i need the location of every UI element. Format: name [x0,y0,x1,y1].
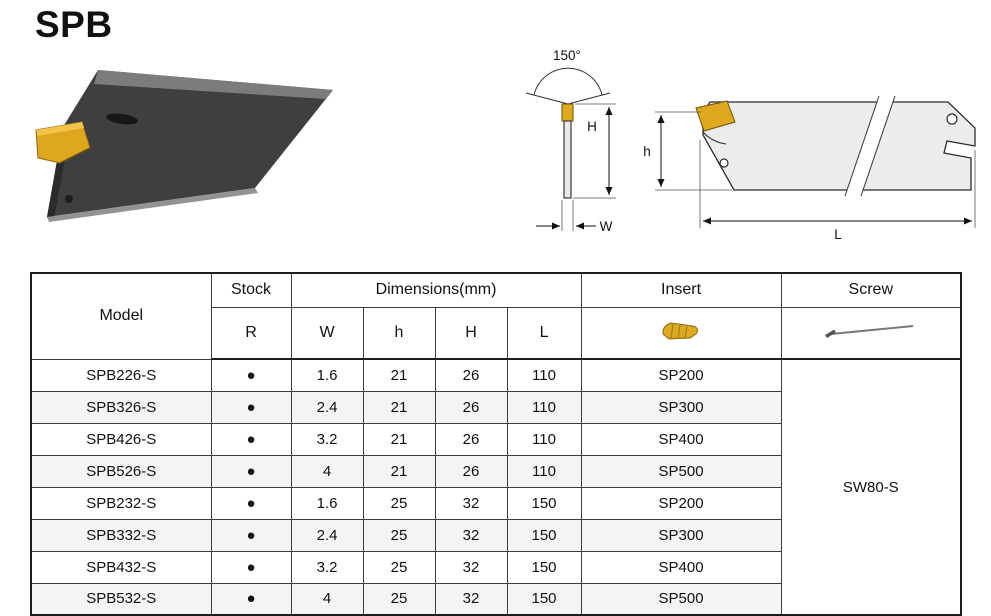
h-cell: 21 [362,454,436,488]
model-cell: SPB526-S [30,454,212,488]
stock-cell: ● [210,550,292,584]
l-cell: 110 [506,422,582,456]
front-width-label: W [600,219,613,234]
h-cell: 21 [362,390,436,424]
table-header-row-2: R W h H L [31,306,962,360]
stock-cell: ● [210,518,292,552]
hcap-cell: 26 [434,454,508,488]
screw-icon [824,325,913,339]
table-row: SPB526-S ● 4 21 26 110 SP500 [30,454,961,488]
hcap-cell: 26 [434,390,508,424]
insert-icon [662,322,698,340]
technical-drawings: 150° H W [35,48,976,242]
l-cell: 150 [506,486,582,520]
spec-table: Model Stock Dimensions(mm) Insert Screw … [30,272,963,616]
l-cell: 150 [506,518,582,552]
insert-icon-cell [580,306,782,360]
col-subheader-l: L [506,306,582,360]
col-subheader-r: R [210,306,292,360]
col-subheader-w: W [290,306,364,360]
stock-cell: ● [210,582,292,616]
w-cell: 3.2 [290,422,364,456]
stock-cell: ● [210,454,292,488]
hcap-cell: 32 [434,550,508,584]
model-cell: SPB232-S [30,486,212,520]
l-cell: 110 [506,390,582,424]
insert-cell: SP300 [580,390,782,424]
stock-cell: ● [210,486,292,520]
insert-cell: SP400 [580,422,782,456]
w-cell: 4 [290,454,364,488]
model-cell: SPB426-S [30,422,212,456]
h-cell: 25 [362,582,436,616]
w-cell: 3.2 [290,550,364,584]
model-cell: SPB532-S [30,582,212,616]
h-cell: 25 [362,550,436,584]
hcap-cell: 32 [434,486,508,520]
model-cell: SPB226-S [30,358,212,392]
col-header-insert: Insert [580,272,782,308]
col-subheader-h: h [362,306,436,360]
side-view-drawing: h L [643,95,976,242]
hcap-cell: 26 [434,422,508,456]
table-row: SPB332-S ● 2.4 25 32 150 SP300 [30,518,961,552]
h-cell: 21 [362,422,436,456]
col-header-stock: Stock [210,272,292,308]
insert-cell: SP300 [580,518,782,552]
model-cell: SPB332-S [30,518,212,552]
l-cell: 110 [506,358,582,392]
hcap-cell: 32 [434,518,508,552]
stock-cell: ● [210,390,292,424]
stock-cell: ● [210,358,292,392]
w-cell: 2.4 [290,518,364,552]
table-header-row-1: Model Stock Dimensions(mm) Insert Screw [30,272,962,360]
col-header-dimensions: Dimensions(mm) [290,272,582,308]
stock-cell: ● [210,422,292,456]
screw-cell: SW80-S [780,358,962,616]
side-length-label: L [834,227,842,242]
l-cell: 110 [506,454,582,488]
page-title: SPB [35,4,113,45]
hcap-cell: 32 [434,582,508,616]
insert-cell: SP200 [580,358,782,392]
w-cell: 1.6 [290,358,364,392]
col-header-screw: Screw [780,272,962,308]
w-cell: 1.6 [290,486,364,520]
front-view-drawing: 150° H W [525,48,616,234]
w-cell: 4 [290,582,364,616]
col-subheader-hcap: H [434,306,508,360]
l-cell: 150 [506,550,582,584]
model-cell: SPB326-S [30,390,212,424]
table-row: SPB432-S ● 3.2 25 32 150 SP400 [30,550,961,584]
h-cell: 25 [362,518,436,552]
angle-label: 150° [553,48,581,63]
h-cell: 21 [362,358,436,392]
screw-icon-cell [780,306,962,360]
col-header-model: Model [30,272,212,360]
blade-photo [35,70,333,222]
l-cell: 150 [506,582,582,616]
h-cell: 25 [362,486,436,520]
side-height-label: h [643,144,651,159]
insert-cell: SP400 [580,550,782,584]
front-height-label: H [587,119,597,134]
w-cell: 2.4 [290,390,364,424]
model-cell: SPB432-S [30,550,212,584]
table-row: SPB226-S ● 1.6 21 26 110 SP200 SW80-S [30,358,962,616]
insert-cell: SP500 [580,454,782,488]
hcap-cell: 26 [434,358,508,392]
insert-cell: SP500 [580,582,782,616]
insert-cell: SP200 [580,486,782,520]
